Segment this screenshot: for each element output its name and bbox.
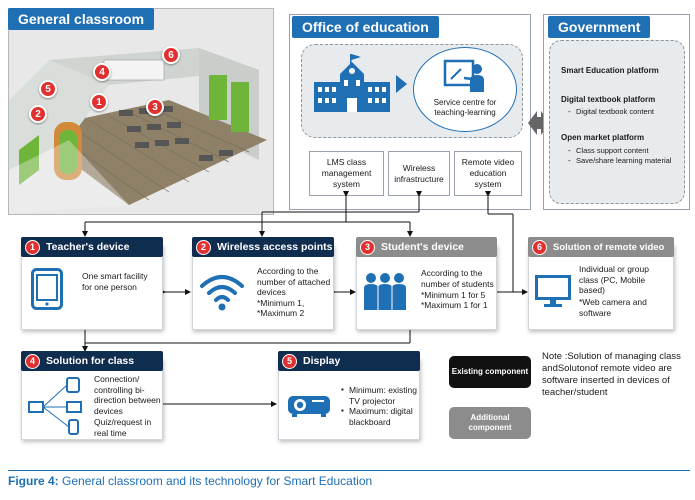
remote-video-note: *Web camera and software [579,297,647,318]
teacher-device-title: Teacher's device [46,241,130,253]
wireless-ap-number: 2 [196,239,211,255]
solution-class-header: 4 Solution for class [21,351,163,371]
wifi-icon [200,275,244,311]
school-building-icon [314,54,390,112]
monitor-icon [535,275,571,307]
legend-additional: Additional component [449,407,531,439]
gov-digital-textbook-subs: Digital textbook content [568,107,654,117]
gov-sub-digital-content: Digital textbook content [568,107,654,117]
marker-3: 3 [146,98,164,116]
figure-caption-label: Figure 4: [8,474,59,488]
marker-5: 5 [39,80,57,98]
wireless-infrastructure-label: Wireless infrastructure [394,162,444,184]
remote-video-system-label: Remote video education system [461,157,515,189]
government-inner-dashed [549,40,685,204]
marker-6: 6 [162,46,180,64]
solution-class-text-2: Quiz/request in real time [94,417,152,438]
office-title: Office of education [292,16,439,38]
gov-item-digital-textbook: Digital textbook platform [561,95,656,104]
projector-icon [288,396,330,417]
classroom-illustration [9,48,267,214]
student-device-bullet-1: *Minimum 1 for 5 [421,290,486,300]
gov-item-open-market: Open market platform [561,133,645,142]
student-device-text: According to the number of students [421,268,494,289]
gov-sub-class-support: Class support content [568,146,680,156]
lms-system-label: LMS class management system [321,157,372,189]
legend-existing: Existing component [449,356,531,388]
teacher-device-card [21,244,163,330]
display-bullet-min: Minimum: existing TV projector [341,385,419,406]
marker-4: 4 [93,63,111,81]
legend-note: Note :Solution of managing class andSolu… [542,351,681,398]
teacher-device-header: 1 Teacher's device [21,237,163,257]
student-device-bullet-2: *Maximum 1 for 1 [421,300,488,310]
remote-video-card [528,244,674,330]
wireless-ap-header: 2 Wireless access points [192,237,334,257]
solution-class-number: 4 [25,353,40,369]
student-device-title: Student's device [381,241,465,253]
gov-item-smart-education: Smart Education platform [561,66,659,75]
display-bullets: Minimum: existing TV projector Maximum: … [341,385,419,427]
solution-class-title: Solution for class [46,355,135,367]
display-title: Display [303,355,341,367]
classroom-title: General classroom [8,8,155,30]
student-device-number: 3 [360,239,375,255]
solution-class-text-1: Connection/ controlling bi-direction bet… [94,374,161,416]
gov-open-market-subs: Class support content Save/share learnin… [568,146,680,165]
wireless-ap-bullet-2: *Maximum 2 [257,308,305,318]
figure-caption: Figure 4: General classroom and its tech… [8,474,372,488]
teacher-device-number: 1 [25,239,40,255]
tablet-icon [31,268,63,310]
teacher-board-icon [443,59,484,92]
remote-video-system-box: Remote video education system [454,151,522,196]
arrow-icon [396,75,407,93]
lms-system-box: LMS class management system [309,151,384,196]
marker-2: 2 [29,105,47,123]
wireless-ap-text: According to the number of attached devi… [257,266,331,297]
figure-caption-text: General classroom and its technology for… [58,474,373,488]
students-group-icon [364,273,406,310]
caption-rule [8,470,690,471]
student-device-header: 3 Student's device [356,237,497,257]
wireless-infrastructure-box: Wireless infrastructure [388,151,450,196]
display-number: 5 [282,353,297,369]
remote-video-number: 6 [532,239,547,255]
remote-video-text: Individual or group class (PC, Mobile ba… [579,264,649,295]
display-header: 5 Display [278,351,420,371]
wireless-ap-bullet-1: *Minimum 1, [257,298,305,308]
remote-video-header: 6 Solution of remote video [528,237,674,257]
government-title: Government [548,16,651,38]
remote-video-title: Solution of remote video [553,241,665,253]
display-bullet-max: Maximum: digital blackboard [341,406,419,427]
wireless-ap-title: Wireless access points [217,241,333,253]
gov-sub-save-share: Save/share learning material [568,156,680,166]
network-devices-icon [28,377,82,435]
solution-class-card [21,358,163,440]
teacher-device-text: One smart facility for one person [82,271,148,292]
marker-1: 1 [90,93,108,111]
service-centre-label: Service centre for teaching-learning [433,98,497,117]
